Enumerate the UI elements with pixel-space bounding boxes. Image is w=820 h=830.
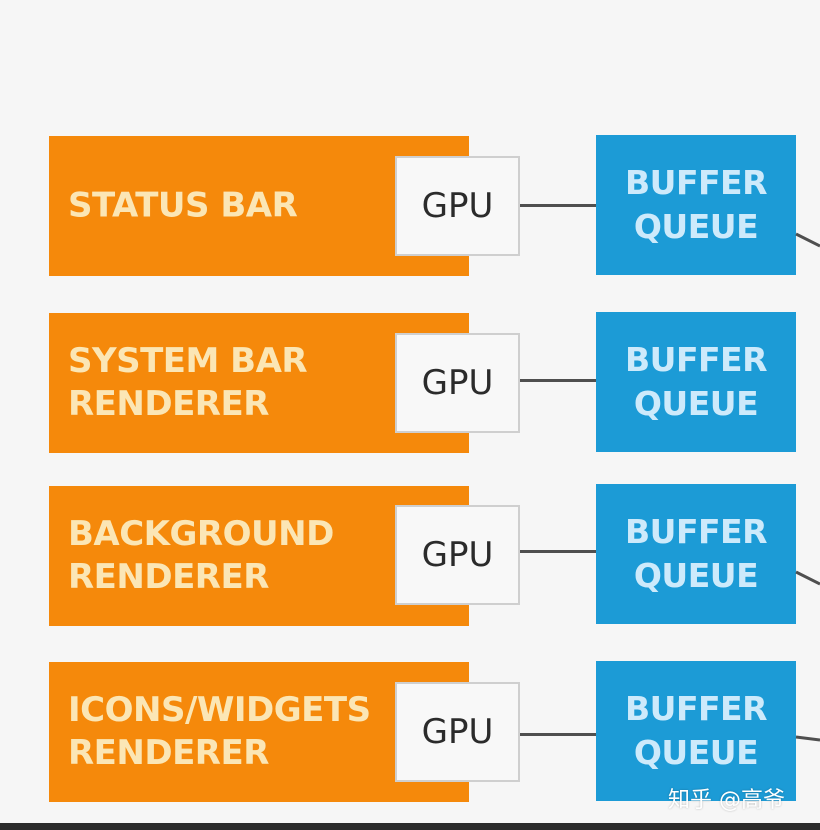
buffer-queue-label: BUFFER QUEUE [625,340,768,423]
renderer-label: SYSTEM BAR RENDERER [68,341,308,424]
buffer-queue-box: BUFFER QUEUE [596,484,796,624]
gpu-to-queue-connector [520,550,597,553]
exit-line [795,232,820,248]
watermark-text: 知乎 @高爷 [668,788,785,813]
gpu-to-queue-connector [520,204,597,207]
gpu-to-queue-connector [520,733,597,736]
exit-line [795,570,820,586]
gpu-box: GPU [395,505,520,605]
gpu-box: GPU [395,682,520,782]
buffer-queue-label: BUFFER QUEUE [625,163,768,246]
exit-line [795,735,820,742]
buffer-queue-box: BUFFER QUEUE [596,312,796,452]
renderer-label: ICONS/WIDGETS RENDERER [68,690,371,773]
buffer-queue-label: BUFFER QUEUE [625,689,768,772]
buffer-queue-box: BUFFER QUEUE [596,135,796,275]
renderer-label: STATUS BAR [68,185,298,226]
buffer-queue-box: BUFFER QUEUE [596,661,796,801]
buffer-queue-label: BUFFER QUEUE [625,512,768,595]
gpu-box: GPU [395,333,520,433]
gpu-to-queue-connector [520,379,597,382]
gpu-box: GPU [395,156,520,256]
bottom-edge-bar [0,823,820,830]
renderer-label: BACKGROUND RENDERER [68,514,334,597]
